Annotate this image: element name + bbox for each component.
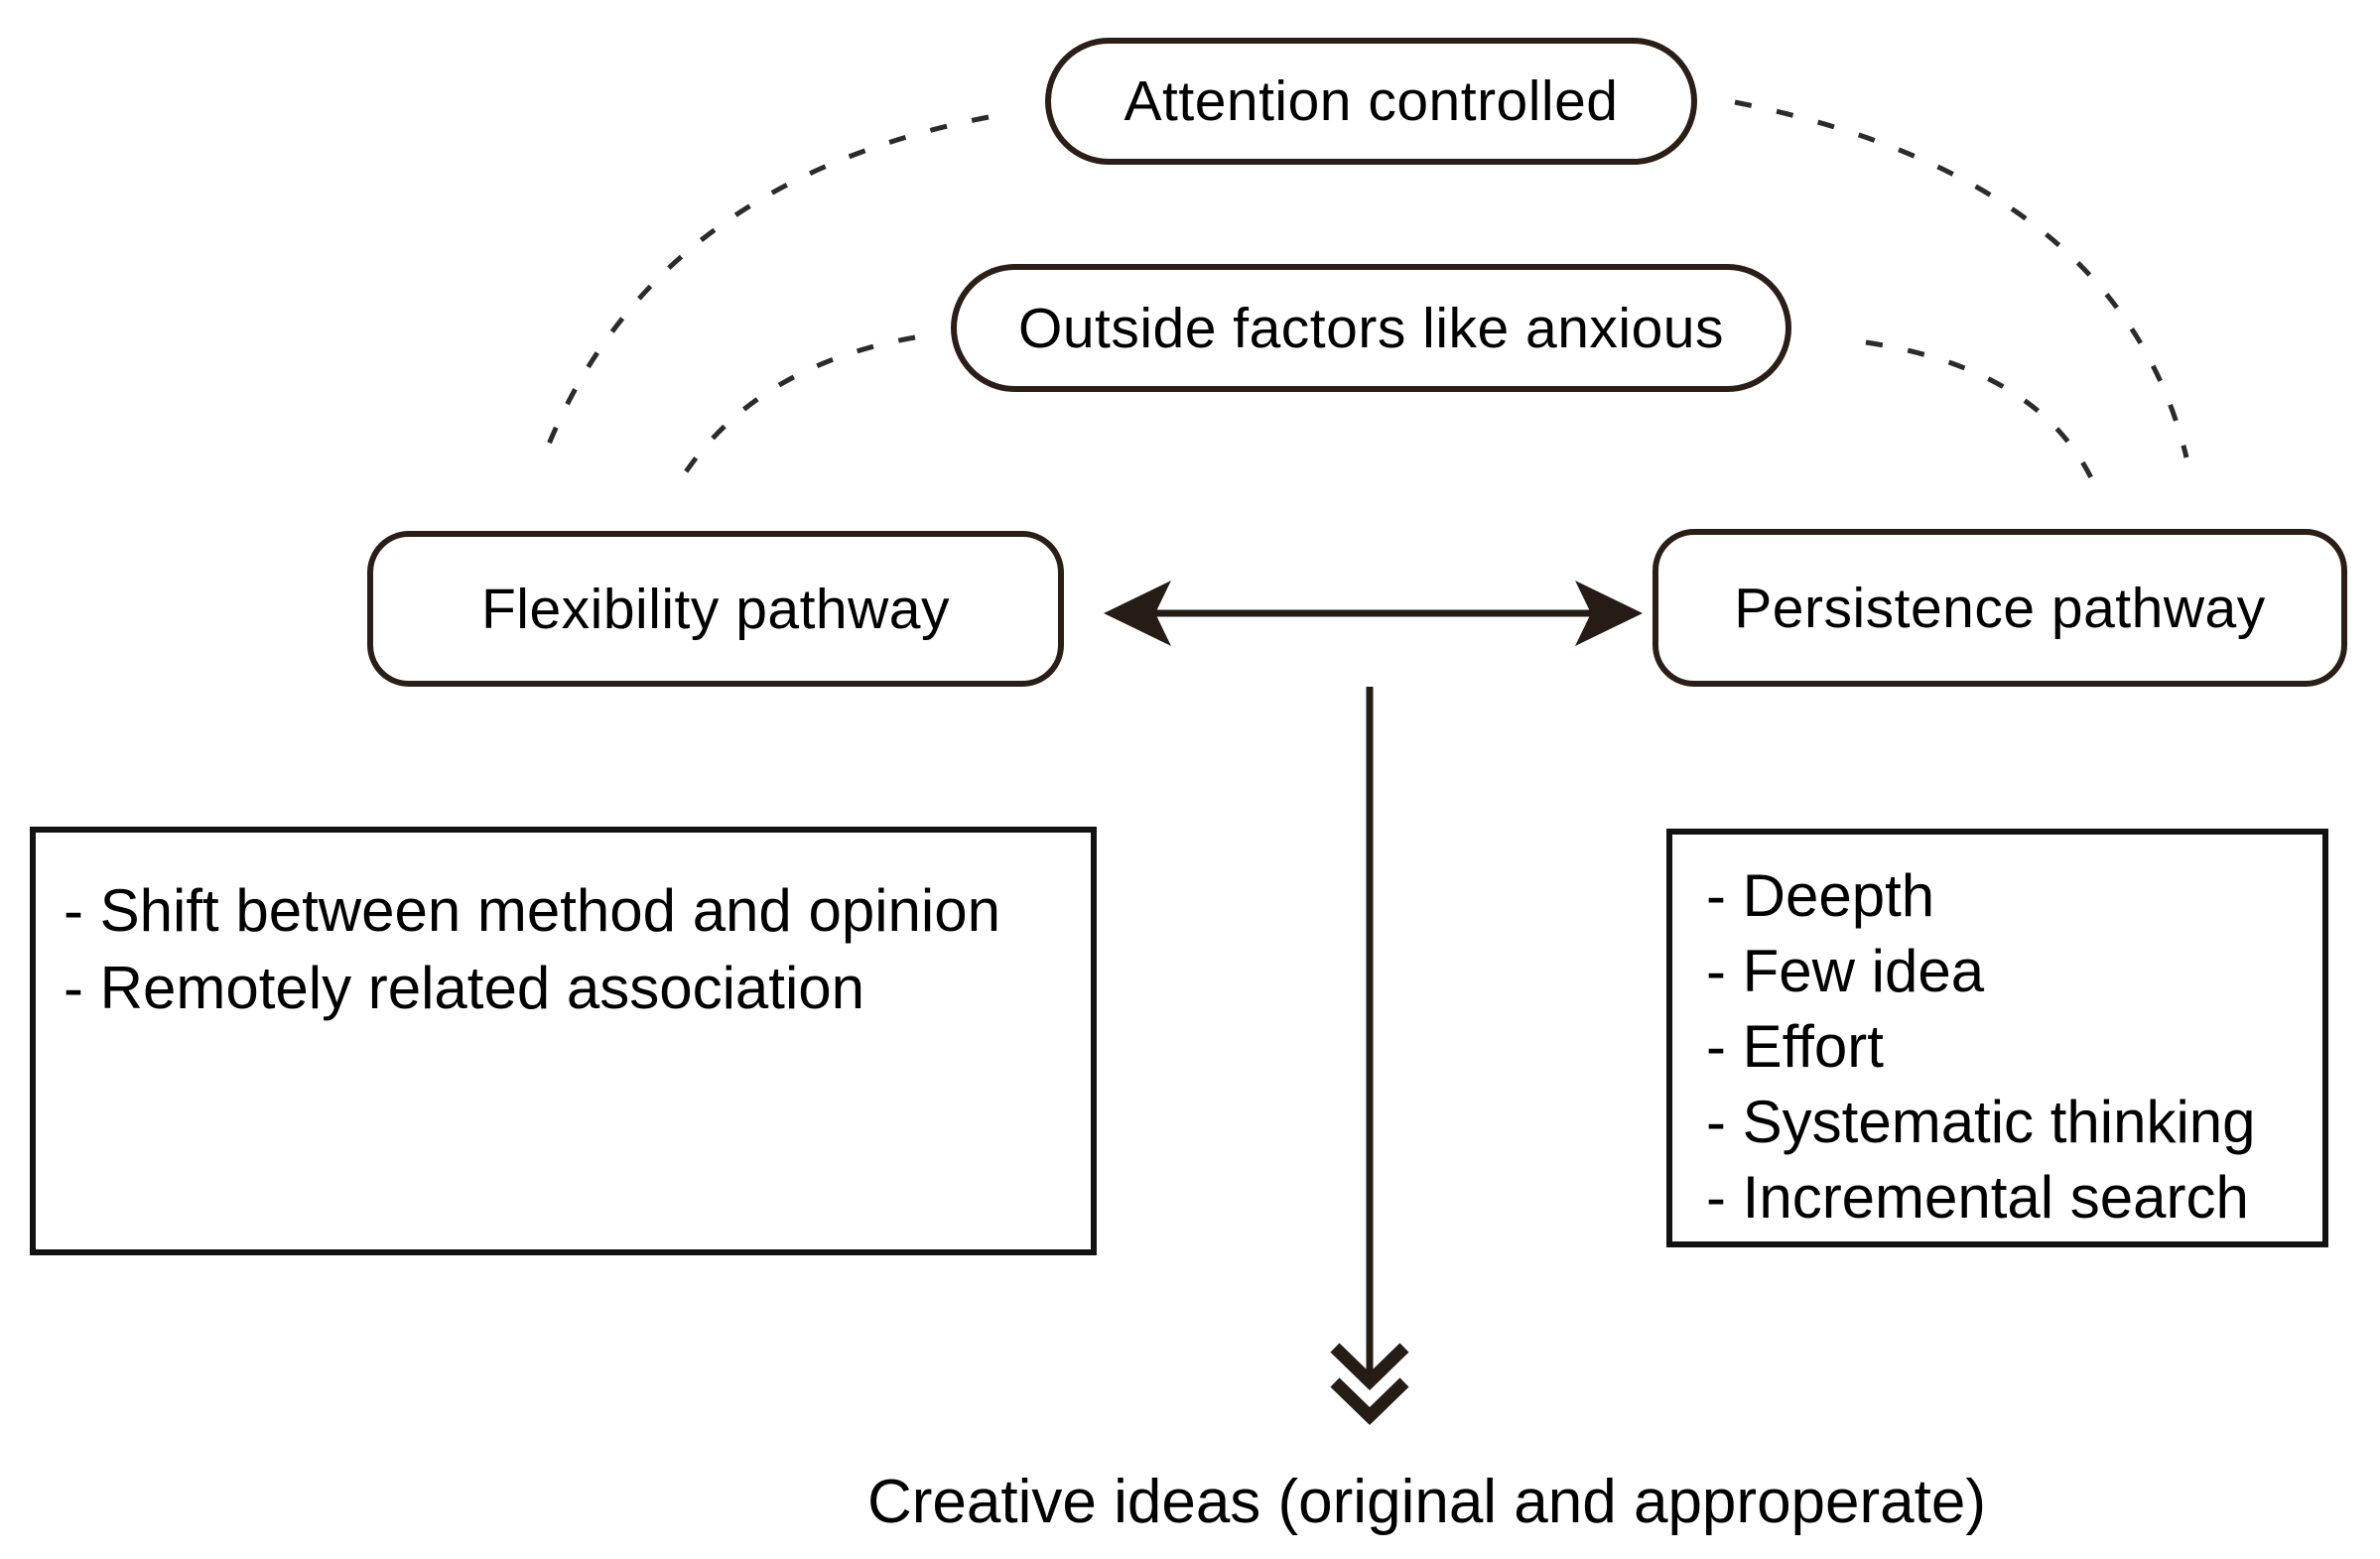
outcome-label: Creative ideas (original and approperate… bbox=[867, 1468, 1986, 1536]
node-flexibility-pathway: Flexibility pathway bbox=[367, 531, 1064, 687]
persistence-details-box: - Deepth - Few idea - Effort - Systemati… bbox=[1666, 829, 2328, 1247]
chevron-down-icon bbox=[1330, 1377, 1409, 1426]
node-persistence-pathway: Persistence pathway bbox=[1653, 529, 2347, 687]
dashed-arc-outside-to-persistence bbox=[1865, 339, 2098, 488]
list-item: - Incremental search bbox=[1706, 1164, 2249, 1231]
node-attention-controlled: Attention controlled bbox=[1045, 38, 1697, 165]
chevron-down-icon bbox=[1330, 1343, 1409, 1391]
dashed-arc-attention-to-persistence bbox=[1734, 99, 2189, 458]
list-item: - Shift between method and opinion bbox=[64, 877, 1000, 944]
node-persistence-label: Persistence pathway bbox=[1734, 576, 2266, 640]
node-outside-label: Outside factors like anxious bbox=[1018, 296, 1724, 360]
node-flexibility-label: Flexibility pathway bbox=[480, 577, 950, 641]
arrowhead-left-icon bbox=[1104, 581, 1171, 646]
list-item: - Few idea bbox=[1706, 938, 1985, 1004]
list-item: - Systematic thinking bbox=[1706, 1089, 2256, 1155]
node-outside-factors: Outside factors like anxious bbox=[951, 264, 1791, 392]
dashed-arc-outside-to-flexibility bbox=[680, 334, 916, 478]
dashed-arc-attention-to-flexibility bbox=[538, 114, 990, 465]
flexibility-details-box: - Shift between method and opinion - Rem… bbox=[30, 827, 1097, 1255]
arrowhead-right-icon bbox=[1575, 581, 1643, 646]
list-item: - Remotely related association bbox=[64, 955, 865, 1021]
node-attention-label: Attention controlled bbox=[1124, 69, 1619, 133]
list-item: - Deepth bbox=[1706, 862, 1935, 929]
list-item: - Effort bbox=[1706, 1013, 1884, 1080]
bidirectional-arrow bbox=[1104, 581, 1643, 646]
outcome-arrow bbox=[1330, 687, 1409, 1426]
